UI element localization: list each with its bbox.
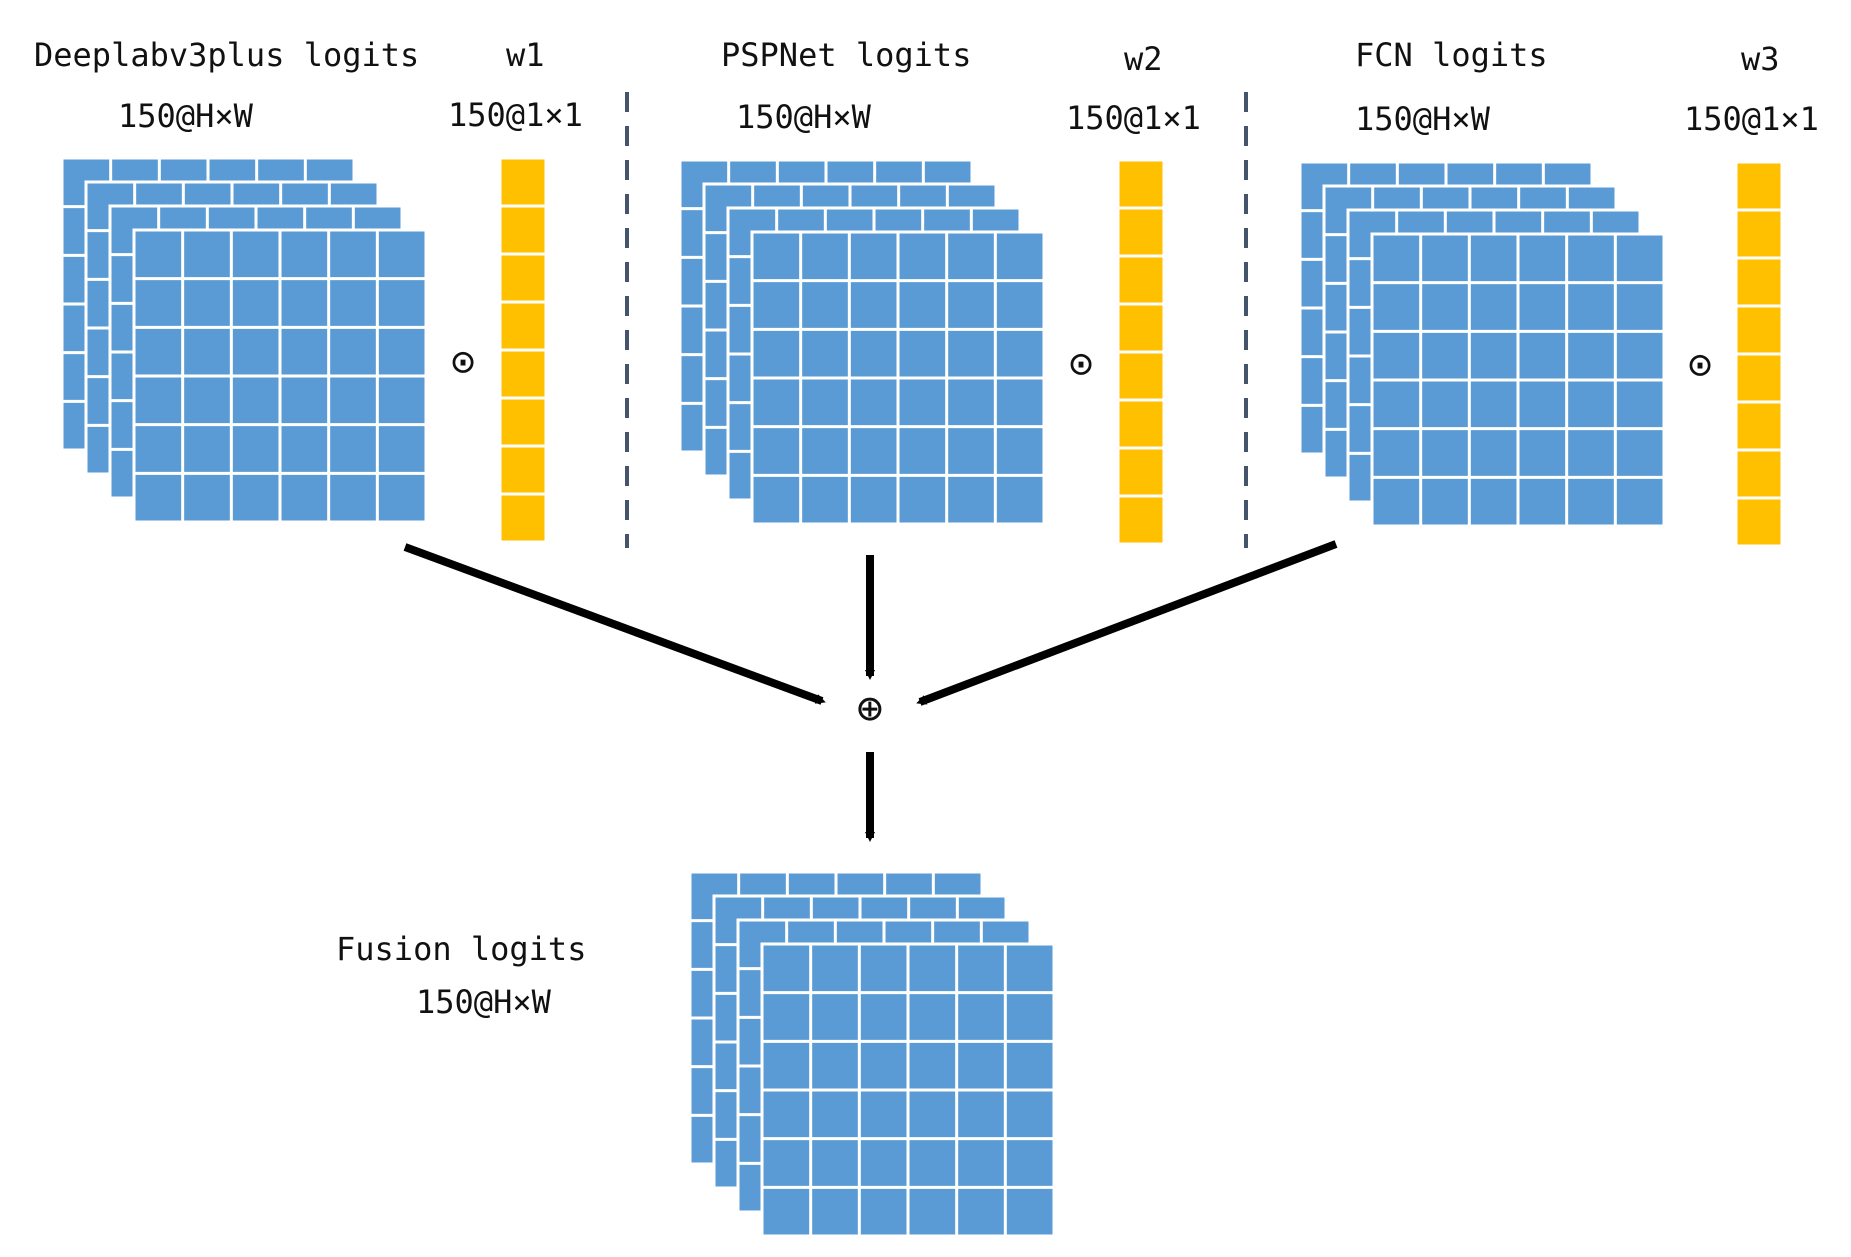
weight-cell bbox=[1734, 208, 1784, 260]
weight-cell bbox=[498, 492, 548, 544]
weight-cell bbox=[498, 396, 548, 448]
w2-dims: 150@1×1 bbox=[1066, 99, 1201, 137]
deeplab-dims: 150@H×W bbox=[118, 97, 254, 135]
weight-cell bbox=[1116, 254, 1166, 306]
weight-cell bbox=[1116, 446, 1166, 498]
weight-cell bbox=[1734, 400, 1784, 452]
arrow-fcn-to-sum bbox=[916, 540, 1338, 706]
w3-label: w3 bbox=[1741, 40, 1780, 78]
pspnet-feature-map bbox=[678, 158, 1046, 526]
w2-label: w2 bbox=[1124, 40, 1163, 78]
deeplab-hadamard-op: ⊙ bbox=[451, 339, 475, 385]
weight-cell bbox=[1116, 350, 1166, 402]
weight-cell bbox=[498, 348, 548, 400]
feature-map-layer bbox=[760, 942, 1056, 1238]
weight-cell bbox=[1116, 302, 1166, 354]
weight-cell bbox=[1734, 448, 1784, 500]
weight-cell bbox=[498, 444, 548, 496]
feature-map-layer bbox=[1370, 232, 1666, 528]
weight-cell bbox=[1734, 496, 1784, 548]
weight-cell bbox=[1116, 206, 1166, 258]
w1-label: w1 bbox=[506, 36, 545, 74]
fusion-title: Fusion logits bbox=[336, 930, 586, 968]
pspnet-dims: 150@H×W bbox=[736, 98, 872, 136]
weight-cell bbox=[1734, 304, 1784, 356]
fcn-title: FCN logits bbox=[1355, 36, 1548, 74]
feature-map-layer bbox=[750, 230, 1046, 526]
pspnet-hadamard-op: ⊙ bbox=[1069, 341, 1093, 387]
fcn-feature-map bbox=[1298, 160, 1666, 528]
weight-cell bbox=[1734, 160, 1784, 212]
w1-vector bbox=[498, 156, 548, 544]
arrow-deeplab-to-sum bbox=[403, 543, 826, 705]
pspnet-title: PSPNet logits bbox=[721, 36, 971, 74]
weight-cell bbox=[1116, 158, 1166, 210]
weight-cell bbox=[498, 252, 548, 304]
weight-cell bbox=[1734, 352, 1784, 404]
weight-cell bbox=[1734, 256, 1784, 308]
w3-dims: 150@1×1 bbox=[1684, 100, 1819, 138]
weight-cell bbox=[1116, 494, 1166, 546]
w3-vector bbox=[1734, 160, 1784, 548]
fcn-dims: 150@H×W bbox=[1355, 100, 1491, 138]
deeplab-title: Deeplabv3plus logits bbox=[34, 36, 419, 74]
weight-cell bbox=[498, 156, 548, 208]
fusion-dims: 150@H×W bbox=[416, 983, 552, 1021]
weight-cell bbox=[498, 204, 548, 256]
w1-dims: 150@1×1 bbox=[448, 96, 583, 134]
weight-cell bbox=[498, 300, 548, 352]
deeplab-feature-map bbox=[60, 156, 428, 524]
feature-map-layer bbox=[132, 228, 428, 524]
fusion-feature-map bbox=[688, 870, 1056, 1238]
weight-cell bbox=[1116, 398, 1166, 450]
w2-vector bbox=[1116, 158, 1166, 546]
elementwise-sum-op: ⊕ bbox=[857, 683, 884, 734]
fcn-hadamard-op: ⊙ bbox=[1688, 342, 1712, 388]
